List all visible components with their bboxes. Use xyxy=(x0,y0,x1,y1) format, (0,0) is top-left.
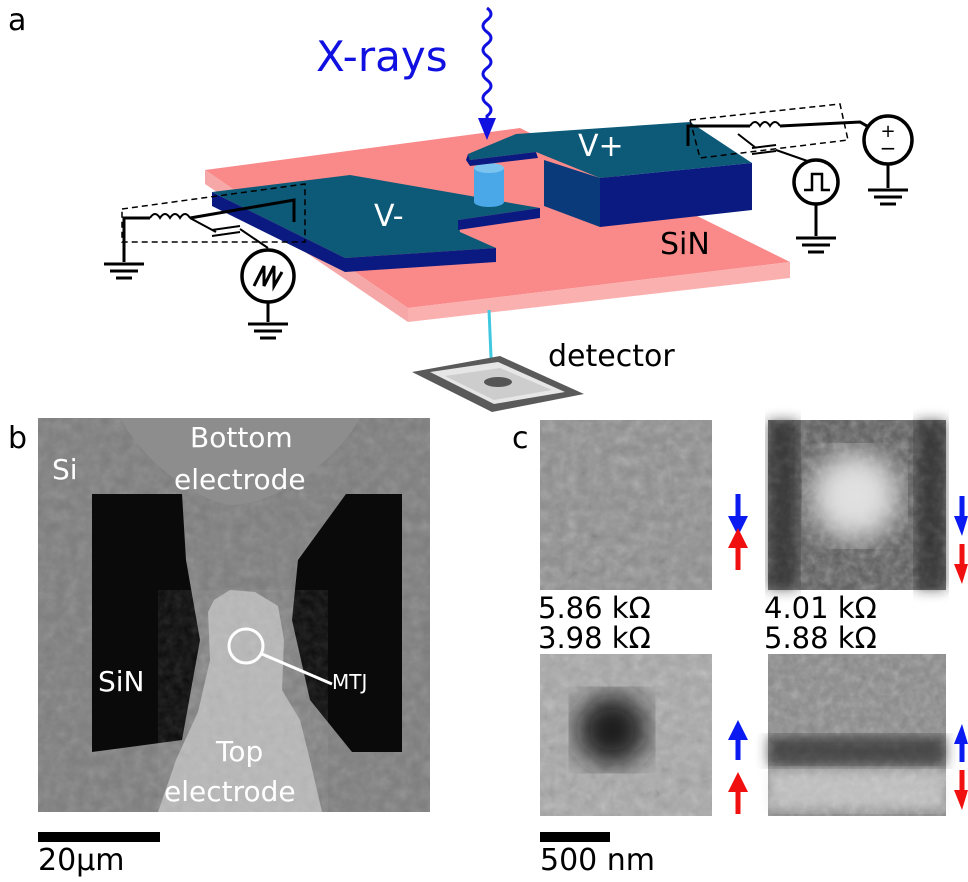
xray-arrowhead xyxy=(478,118,496,140)
arrows-image-4 xyxy=(954,724,968,810)
resistance-image-3: 3.98 kΩ xyxy=(538,621,651,655)
panel-b-sem-image xyxy=(38,418,430,812)
xray-label: X-rays xyxy=(316,32,448,81)
arrows-image-2 xyxy=(954,496,968,584)
sin-window-label: SiN xyxy=(98,665,145,698)
xmcd-image-3 xyxy=(540,654,712,816)
resistance-image-2: 4.01 kΩ xyxy=(764,591,877,625)
svg-text:+: + xyxy=(880,121,895,142)
panel-letter-b: b xyxy=(8,421,28,456)
scale-label-20um: 20μm xyxy=(38,843,125,878)
v-plus-electrode xyxy=(466,122,752,227)
scale-label-500nm: 500 nm xyxy=(540,843,656,878)
arrows-image-3 xyxy=(728,720,748,814)
si-label: Si xyxy=(52,453,78,486)
panel-letter-c: c xyxy=(512,421,529,456)
bottom-electrode-label-line2: electrode xyxy=(174,463,306,496)
panel-letter-a: a xyxy=(8,3,27,38)
detector-label: detector xyxy=(548,339,675,374)
v-minus-electrode xyxy=(212,175,540,272)
xmcd-image-2 xyxy=(768,420,946,590)
panel-c-images xyxy=(540,420,968,816)
top-electrode-label-line2: electrode xyxy=(164,775,296,808)
v-minus-label: V- xyxy=(374,199,404,234)
xmcd-image-4 xyxy=(768,654,946,816)
resistance-image-1: 5.86 kΩ xyxy=(538,591,651,625)
scale-bar-20um xyxy=(38,832,160,842)
top-electrode-label-line1: Top xyxy=(216,735,264,768)
sin-substrate-label: SiN xyxy=(660,227,710,262)
resistance-image-4: 5.88 kΩ xyxy=(764,621,877,655)
svg-text:−: − xyxy=(880,136,897,160)
scale-bar-500nm xyxy=(540,832,610,842)
detector xyxy=(412,356,584,412)
mtj-marker xyxy=(227,627,265,665)
v-plus-label: V+ xyxy=(578,129,624,164)
bottom-electrode-label-line1: Bottom xyxy=(190,421,293,454)
panel-a-schematic: + − xyxy=(104,6,914,412)
left-circuit xyxy=(104,183,306,340)
mtj-pillar xyxy=(474,163,504,207)
xmcd-image-1 xyxy=(540,420,712,590)
arrows-image-1 xyxy=(728,494,748,570)
mtj-label: MTJ xyxy=(332,670,368,694)
xray-wave xyxy=(481,6,493,122)
right-circuit: + − xyxy=(686,103,914,254)
